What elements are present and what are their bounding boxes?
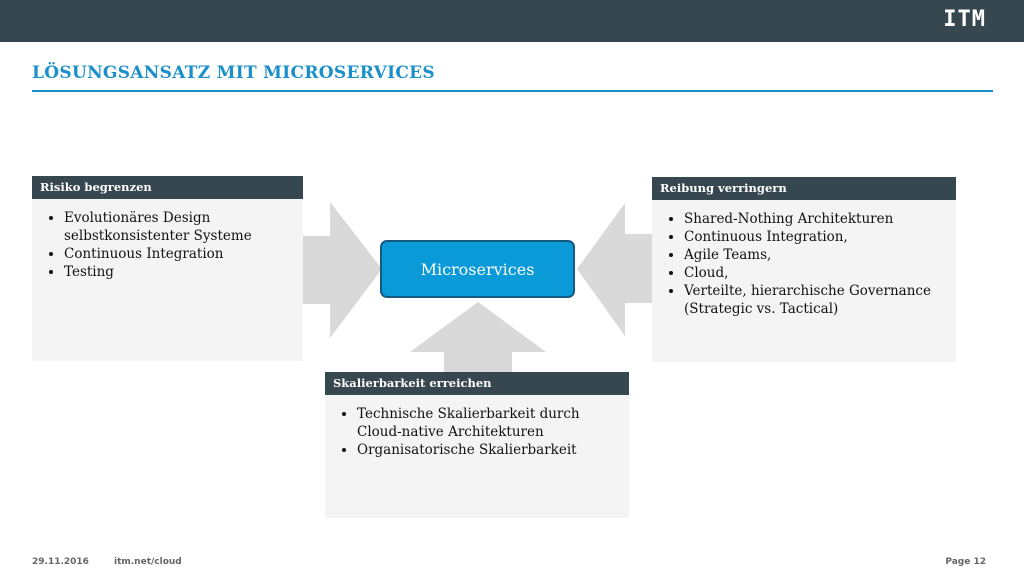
footer-url: itm.net/cloud [114,557,182,567]
list-item: Organisatorische Skalierbarkeit [357,441,615,459]
microservices-node: Microservices [380,240,575,298]
right-card-header: Reibung verringern [652,177,956,200]
right-arrow [577,203,655,336]
left-card-header: Risiko begrenzen [32,176,303,199]
title-divider [32,90,993,92]
footer-date: 29.11.2016 [32,557,89,567]
bottom-arrow [410,302,546,372]
top-bar: ITM [0,0,1024,42]
itm-logo: ITM [943,7,986,32]
bottom-card-header: Skalierbarkeit erreichen [325,372,629,395]
list-item: Continuous Integration [64,245,289,263]
list-item: Continuous Integration, [684,228,942,246]
bottom-card-list: Technische Skalierbarkeit durch Cloud-na… [325,395,629,459]
left-card: Risiko begrenzen Evolutionäres Design se… [32,176,303,361]
left-card-list: Evolutionäres Design selbstkonsistenter … [32,199,303,281]
slide-title: LÖSUNGSANSATZ MIT MICROSERVICES [32,63,435,83]
right-card: Reibung verringern Shared-Nothing Archit… [652,177,956,362]
list-item: Evolutionäres Design selbstkonsistenter … [64,209,289,245]
list-item: Technische Skalierbarkeit durch Cloud-na… [357,405,615,441]
left-arrow [300,202,382,338]
bottom-card: Skalierbarkeit erreichen Technische Skal… [325,372,629,518]
list-item: Cloud, [684,264,942,282]
microservices-label: Microservices [420,259,535,279]
list-item: Testing [64,263,289,281]
right-card-list: Shared-Nothing Architekturen Continuous … [652,200,956,318]
list-item: Agile Teams, [684,246,942,264]
list-item: Verteilte, hierarchische Governance (Str… [684,282,942,318]
list-item: Shared-Nothing Architekturen [684,210,942,228]
footer-page-number: Page 12 [945,557,986,567]
